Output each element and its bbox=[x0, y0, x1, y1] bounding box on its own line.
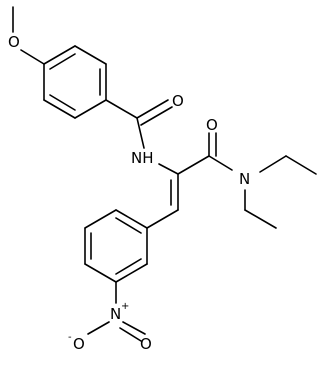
bond-nitro-o-minus bbox=[87, 321, 110, 335]
bond-nitro-o-top-1 bbox=[122, 321, 146, 335]
atom-nitro-n: N bbox=[110, 305, 121, 323]
bond-vinyl-amidec bbox=[177, 155, 210, 175]
atom-carbonyl-o: O bbox=[206, 116, 218, 134]
atom-amide-o: O bbox=[172, 92, 184, 110]
atom-amide-nh: NH bbox=[131, 149, 154, 167]
bond-ring-carbonyl bbox=[105, 99, 138, 119]
nitrophenyl-ring bbox=[84, 209, 148, 283]
charge-nitro-n: + bbox=[121, 301, 129, 312]
bond-vinyl-ring bbox=[146, 209, 179, 229]
bond-carbonyl-o-1 bbox=[136, 99, 169, 119]
atom-nitro-o-minus: O bbox=[73, 335, 85, 353]
bond-n-ethyl1-a bbox=[259, 155, 287, 173]
atom-nitro-o-top: O bbox=[140, 335, 152, 353]
atom-diethyl-n: N bbox=[239, 170, 250, 188]
bond-carbonyl-o-2 bbox=[140, 106, 173, 126]
bond-n-ethyl1-b bbox=[285, 155, 317, 175]
methoxyphenyl-ring bbox=[43, 45, 107, 119]
bond-nitro-o-top-2 bbox=[119, 327, 142, 342]
atom-methoxy-o: O bbox=[8, 33, 20, 51]
bond-nh-vinyl bbox=[158, 163, 179, 175]
bond-n-ethyl2-b bbox=[244, 209, 277, 229]
charge-nitro-o: - bbox=[68, 332, 72, 343]
bond-carbonyl-nh bbox=[136, 117, 145, 149]
bond-o-ring bbox=[20, 49, 45, 65]
bond-amidec-n bbox=[208, 155, 233, 171]
